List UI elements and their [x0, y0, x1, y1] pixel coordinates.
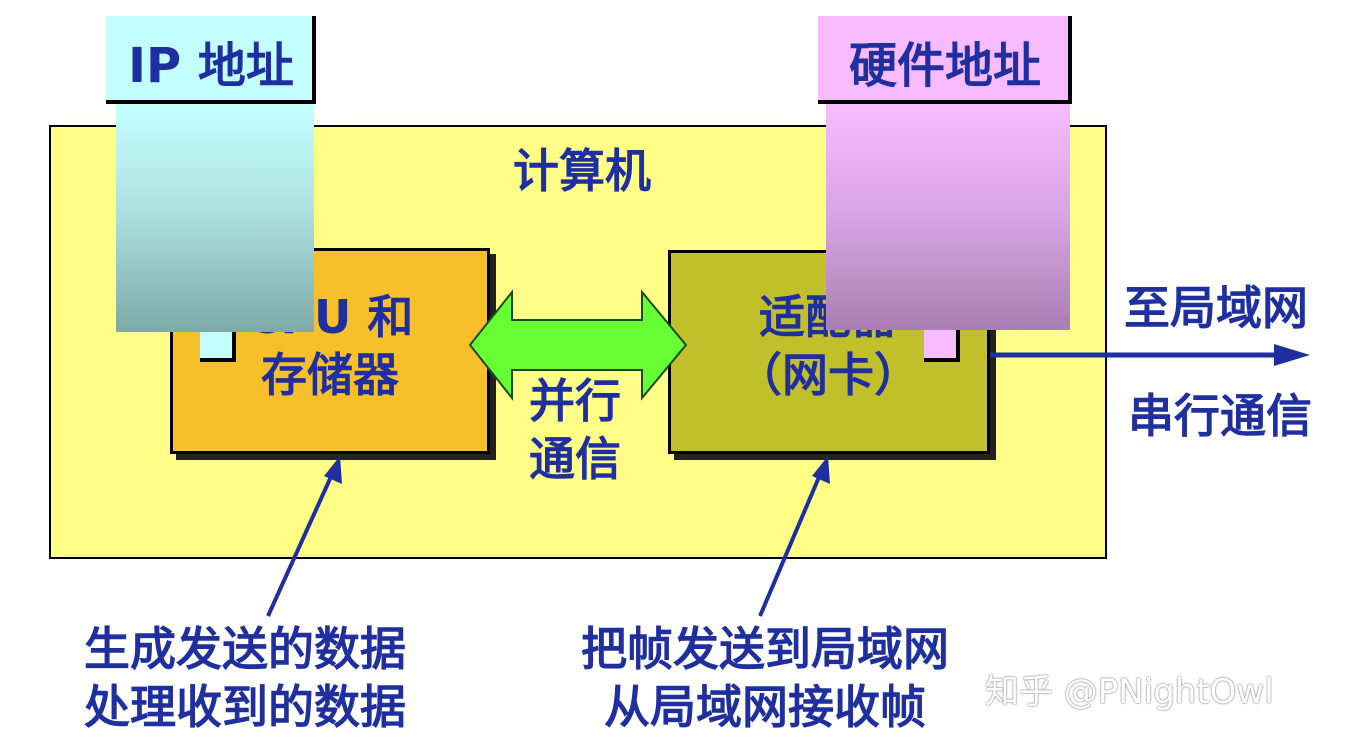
hardware-address-tab [818, 16, 1072, 104]
parallel-comm-line1: 并行 [529, 374, 621, 428]
cpu-description-line1: 生成发送的数据 [84, 622, 406, 676]
watermark: 知乎 @PNightOwl [985, 672, 1274, 712]
ip-address-label: IP 地址 [128, 38, 294, 94]
parallel-comm-line2: 通信 [529, 432, 621, 486]
cpu-description: 生成发送的数据 处理收到的数据 [84, 620, 406, 736]
cpu-memory-line2: 存储器 [261, 348, 399, 402]
parallel-comm-arrow [468, 289, 688, 401]
hardware-address-column [826, 104, 1070, 330]
cpu-pointer-line [266, 469, 336, 617]
ip-address-column [116, 104, 314, 332]
hardware-address-label: 硬件地址 [848, 38, 1041, 94]
adapter-description-line1: 把帧发送到局域网 [581, 622, 949, 676]
adapter-description: 把帧发送到局域网 从局域网接收帧 [550, 620, 980, 736]
cpu-description-line2: 处理收到的数据 [84, 680, 406, 734]
computer-title: 计算机 [513, 144, 651, 198]
adapter-line2: （网卡） [736, 348, 920, 402]
adapter-pointer-head [812, 456, 830, 484]
lan-arrow-head [1274, 344, 1310, 366]
hardware-port-marker [924, 326, 960, 362]
adapter-pointer-line [758, 469, 824, 617]
ip-address-tab [106, 16, 316, 104]
cpu-pointer-head [324, 456, 342, 484]
adapter-description-line2: 从局域网接收帧 [604, 680, 926, 734]
lan-label: 至局域网 [1124, 281, 1308, 335]
ip-port-marker [200, 326, 236, 362]
parallel-comm-label: 并行 通信 [510, 372, 640, 488]
serial-comm-label: 串行通信 [1128, 389, 1312, 443]
